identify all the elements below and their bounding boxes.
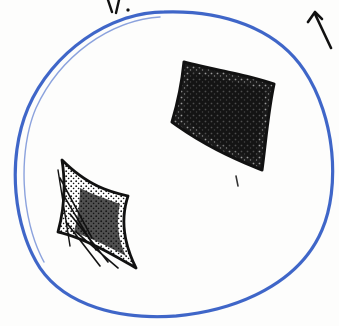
sketch-canvas (0, 0, 339, 326)
paper-background (0, 0, 339, 326)
sketch-drawing (0, 0, 339, 326)
